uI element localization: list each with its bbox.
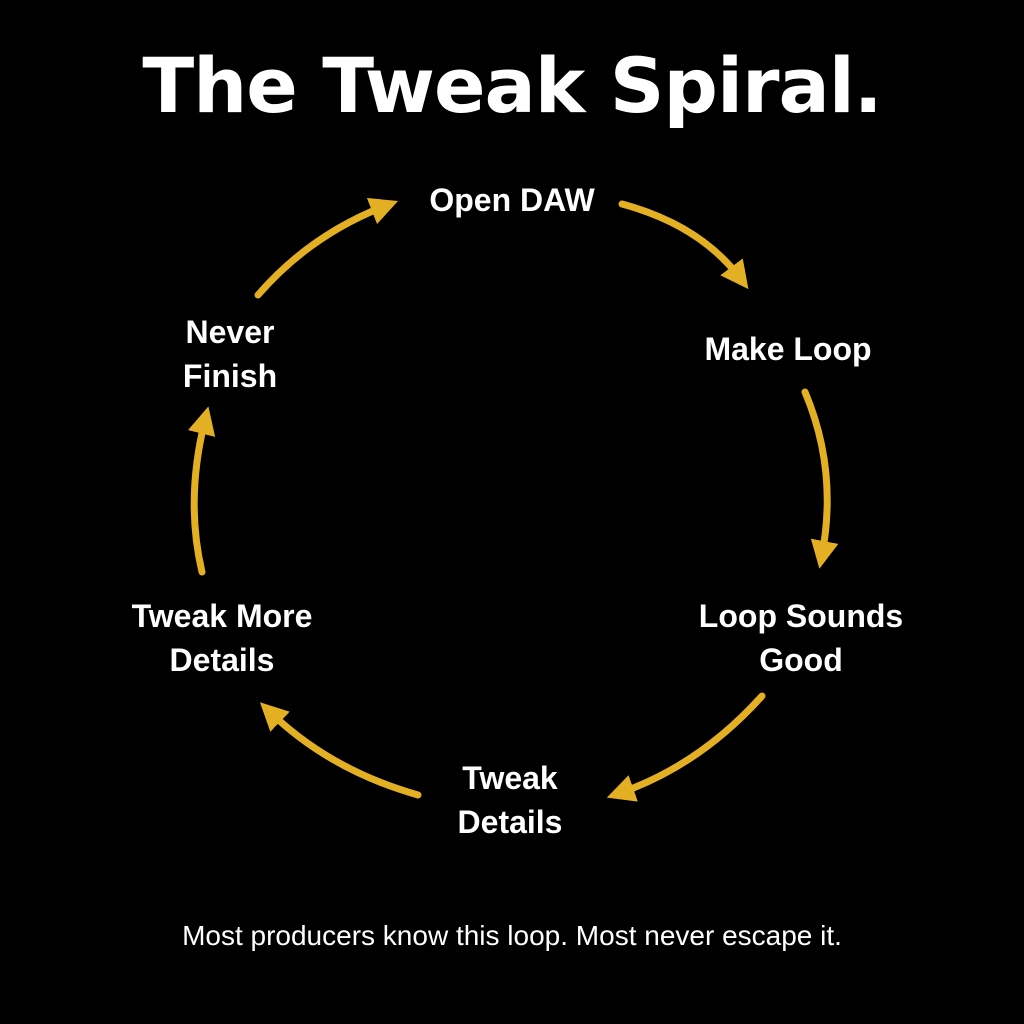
- node-tweak-details: Tweak Details: [457, 760, 563, 840]
- arrow-make-loop-to-loop-sounds-good: [801, 388, 839, 569]
- node-make-loop: Make Loop: [704, 331, 872, 367]
- arrow-tweak-details-to-tweak-more-details: [259, 702, 422, 799]
- node-tweak-more-details: Tweak More Details: [131, 598, 313, 678]
- diagram-title: The Tweak Spiral.: [142, 41, 882, 130]
- arrow-tweak-more-details-to-never-finish: [188, 406, 216, 576]
- footer-caption: Most producers know this loop. Most neve…: [182, 920, 842, 951]
- arrow-loop-sounds-good-to-tweak-details: [606, 692, 766, 802]
- node-never-finish: Never Finish: [182, 314, 278, 394]
- node-loop-sounds-good: Loop Sounds Good: [698, 598, 904, 678]
- node-open-daw: Open DAW: [429, 182, 595, 218]
- arrow-never-finish-to-open-daw: [254, 197, 399, 299]
- arrow-open-daw-to-make-loop: [618, 200, 749, 290]
